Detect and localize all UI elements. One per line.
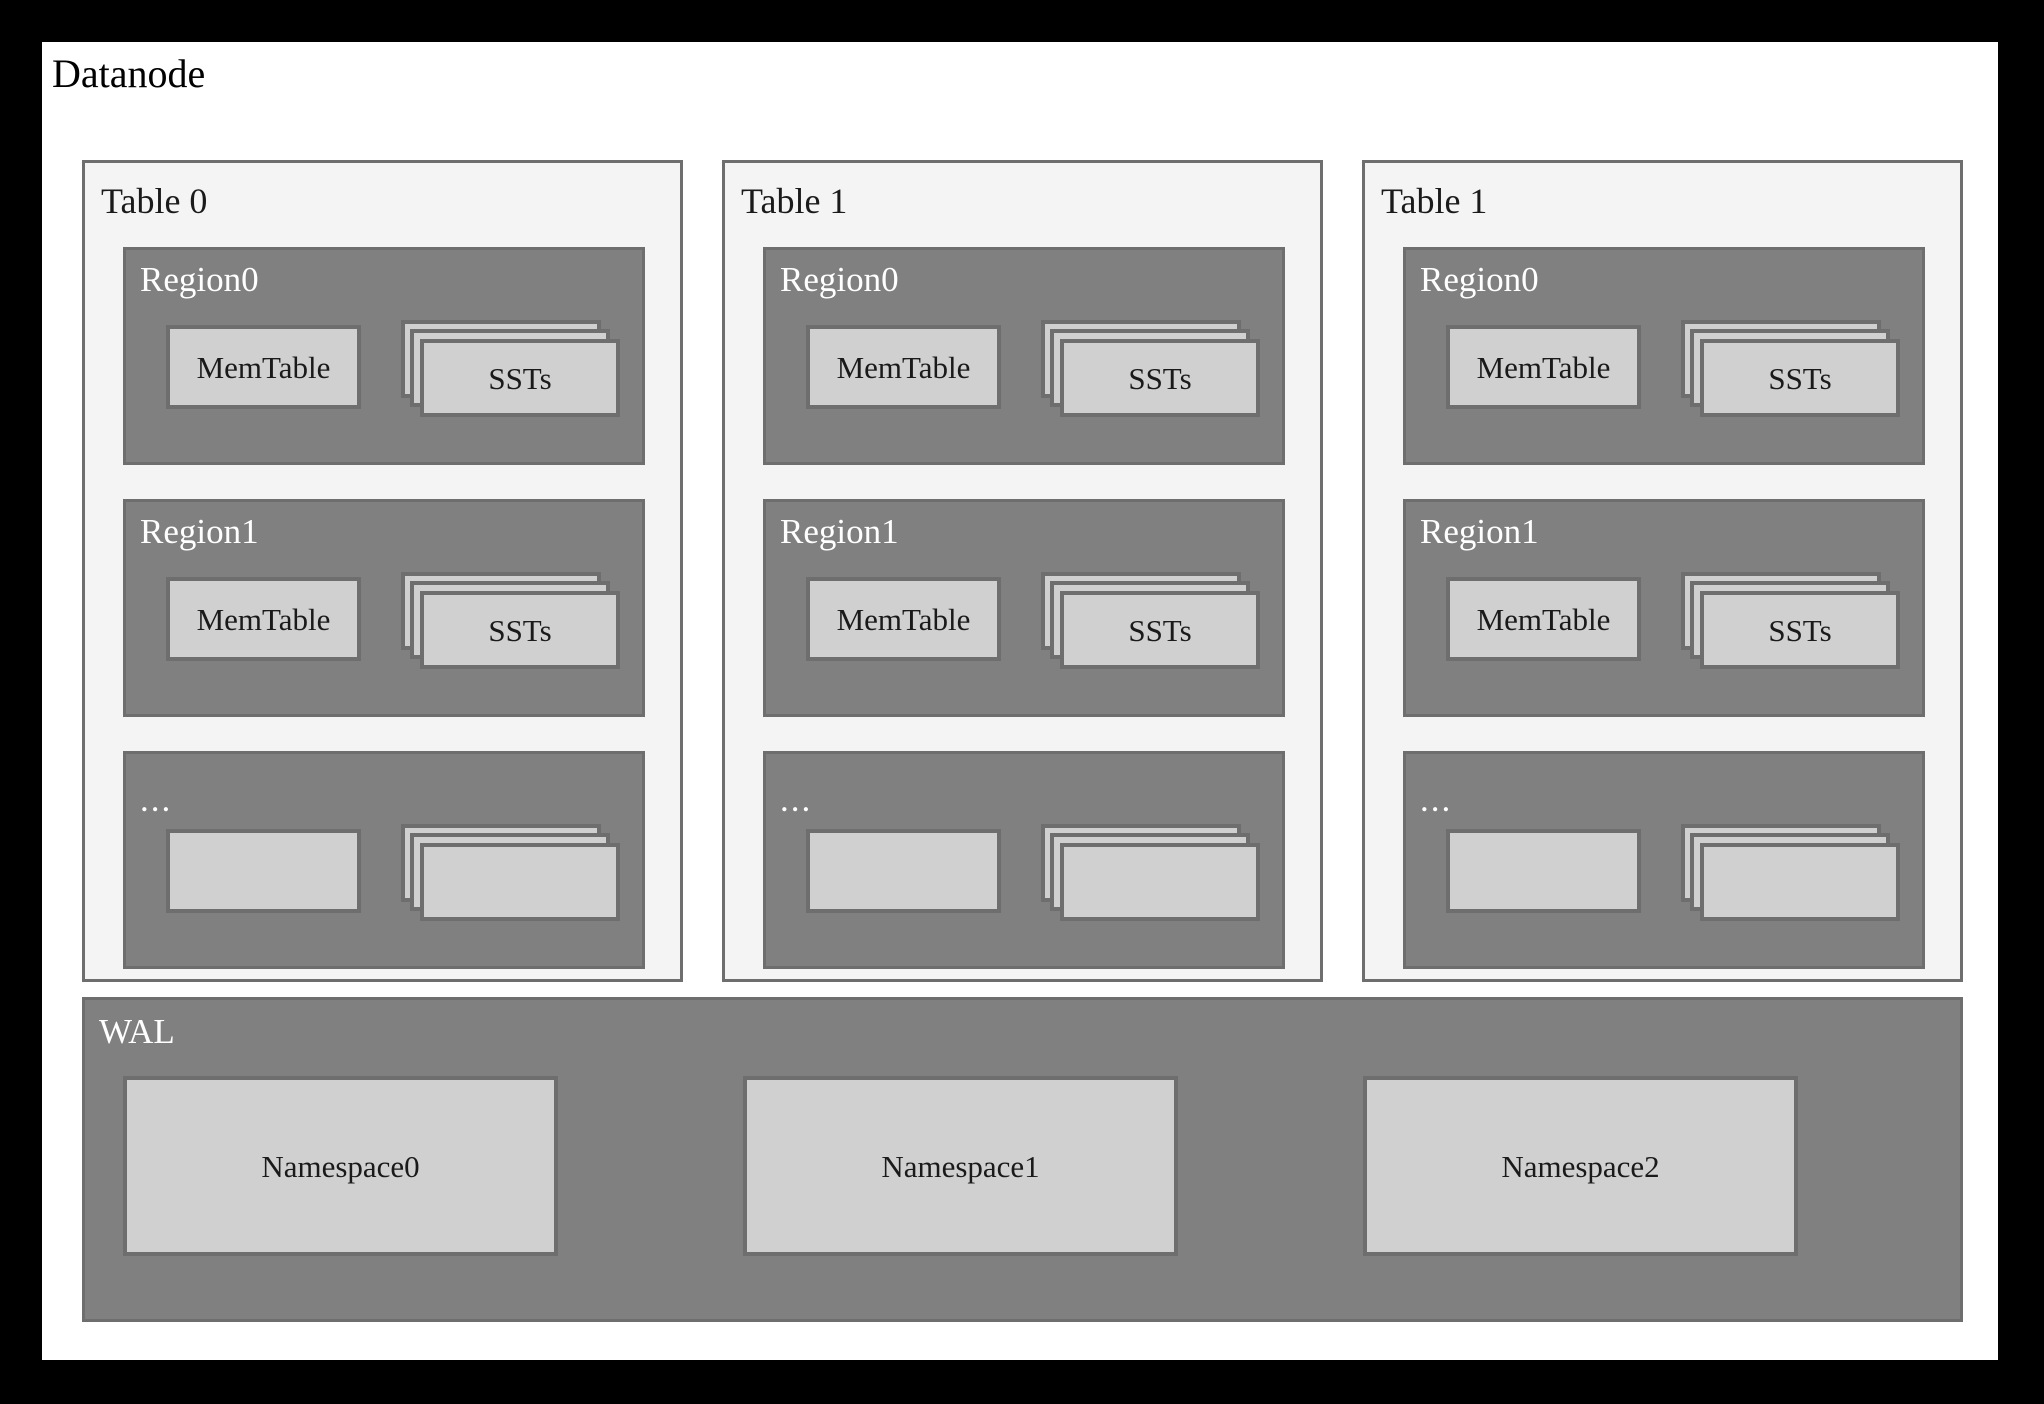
table-panel-0[interactable]: Table 0 Region0 MemTable SSTs Region1 Me: [82, 160, 683, 982]
memtable-card[interactable]: MemTable: [166, 577, 361, 661]
region-title: Region0: [1420, 260, 1539, 299]
memtable-card[interactable]: MemTable: [806, 577, 1001, 661]
namespace-label: Namespace0: [261, 1148, 420, 1184]
region-box[interactable]: Region0 MemTable SSTs: [123, 247, 645, 465]
sst-stack-placeholder[interactable]: [1681, 824, 1903, 924]
memtable-card[interactable]: MemTable: [1446, 577, 1641, 661]
namespace-box[interactable]: Namespace0: [123, 1076, 558, 1256]
memtable-card-placeholder[interactable]: [1446, 829, 1641, 913]
region-box[interactable]: Region1 MemTable SSTs: [123, 499, 645, 717]
sst-stack[interactable]: SSTs: [1041, 572, 1263, 672]
sst-card-front[interactable]: SSTs: [1060, 591, 1260, 669]
memtable-card[interactable]: MemTable: [166, 325, 361, 409]
region-box[interactable]: Region1 MemTable SSTs: [763, 499, 1285, 717]
region-box-ellipsis[interactable]: ...: [1403, 751, 1925, 969]
memtable-label: MemTable: [836, 349, 971, 385]
memtable-card-placeholder[interactable]: [166, 829, 361, 913]
region-title: Region1: [780, 512, 899, 551]
sst-stack[interactable]: SSTs: [1041, 320, 1263, 420]
region-title: Region0: [780, 260, 899, 299]
sst-label: SSTs: [1768, 612, 1832, 648]
sst-label: SSTs: [1768, 360, 1832, 396]
sst-card-front[interactable]: SSTs: [420, 591, 620, 669]
table-title: Table 1: [1381, 181, 1488, 221]
region-title: Region1: [1420, 512, 1539, 551]
memtable-label: MemTable: [196, 349, 331, 385]
ellipsis-label: ...: [140, 780, 173, 819]
region-box-ellipsis[interactable]: ...: [763, 751, 1285, 969]
table-panel-2[interactable]: Table 1 Region0 MemTable SSTs Region1 Me: [1362, 160, 1963, 982]
table-panel-1[interactable]: Table 1 Region0 MemTable SSTs Region1 Me: [722, 160, 1323, 982]
sst-card-front[interactable]: SSTs: [420, 339, 620, 417]
ellipsis-label: ...: [780, 780, 813, 819]
wal-title: WAL: [99, 1012, 175, 1051]
memtable-card[interactable]: MemTable: [806, 325, 1001, 409]
sst-stack[interactable]: SSTs: [1681, 572, 1903, 672]
namespace-box[interactable]: Namespace1: [743, 1076, 1178, 1256]
region-box[interactable]: Region0 MemTable SSTs: [1403, 247, 1925, 465]
sst-card-front[interactable]: SSTs: [1700, 591, 1900, 669]
sst-card-front[interactable]: [1700, 843, 1900, 921]
memtable-card[interactable]: MemTable: [1446, 325, 1641, 409]
sst-stack[interactable]: SSTs: [401, 572, 623, 672]
table-title: Table 0: [101, 181, 208, 221]
datanode-title: Datanode: [52, 51, 206, 96]
sst-card-front[interactable]: [1060, 843, 1260, 921]
sst-card-front[interactable]: [420, 843, 620, 921]
namespace-box[interactable]: Namespace2: [1363, 1076, 1798, 1256]
sst-stack[interactable]: SSTs: [1681, 320, 1903, 420]
sst-stack-placeholder[interactable]: [401, 824, 623, 924]
namespace-label: Namespace2: [1501, 1148, 1660, 1184]
table-title: Table 1: [741, 181, 848, 221]
sst-label: SSTs: [488, 360, 552, 396]
sst-stack[interactable]: SSTs: [401, 320, 623, 420]
region-box-ellipsis[interactable]: ...: [123, 751, 645, 969]
sst-label: SSTs: [1128, 612, 1192, 648]
sst-stack-placeholder[interactable]: [1041, 824, 1263, 924]
sst-label: SSTs: [1128, 360, 1192, 396]
namespace-label: Namespace1: [881, 1148, 1040, 1184]
memtable-label: MemTable: [1476, 601, 1611, 637]
memtable-label: MemTable: [836, 601, 971, 637]
region-box[interactable]: Region1 MemTable SSTs: [1403, 499, 1925, 717]
wal-panel[interactable]: WAL Namespace0 Namespace1 Namespace2: [82, 997, 1963, 1322]
region-title: Region0: [140, 260, 259, 299]
memtable-label: MemTable: [196, 601, 331, 637]
memtable-card-placeholder[interactable]: [806, 829, 1001, 913]
tables-row: Table 0 Region0 MemTable SSTs Region1 Me: [82, 160, 1963, 982]
datanode-panel: Datanode Table 0 Region0 MemTable SSTs: [42, 42, 1998, 1360]
region-box[interactable]: Region0 MemTable SSTs: [763, 247, 1285, 465]
sst-label: SSTs: [488, 612, 552, 648]
memtable-label: MemTable: [1476, 349, 1611, 385]
region-title: Region1: [140, 512, 259, 551]
ellipsis-label: ...: [1420, 780, 1453, 819]
sst-card-front[interactable]: SSTs: [1700, 339, 1900, 417]
sst-card-front[interactable]: SSTs: [1060, 339, 1260, 417]
